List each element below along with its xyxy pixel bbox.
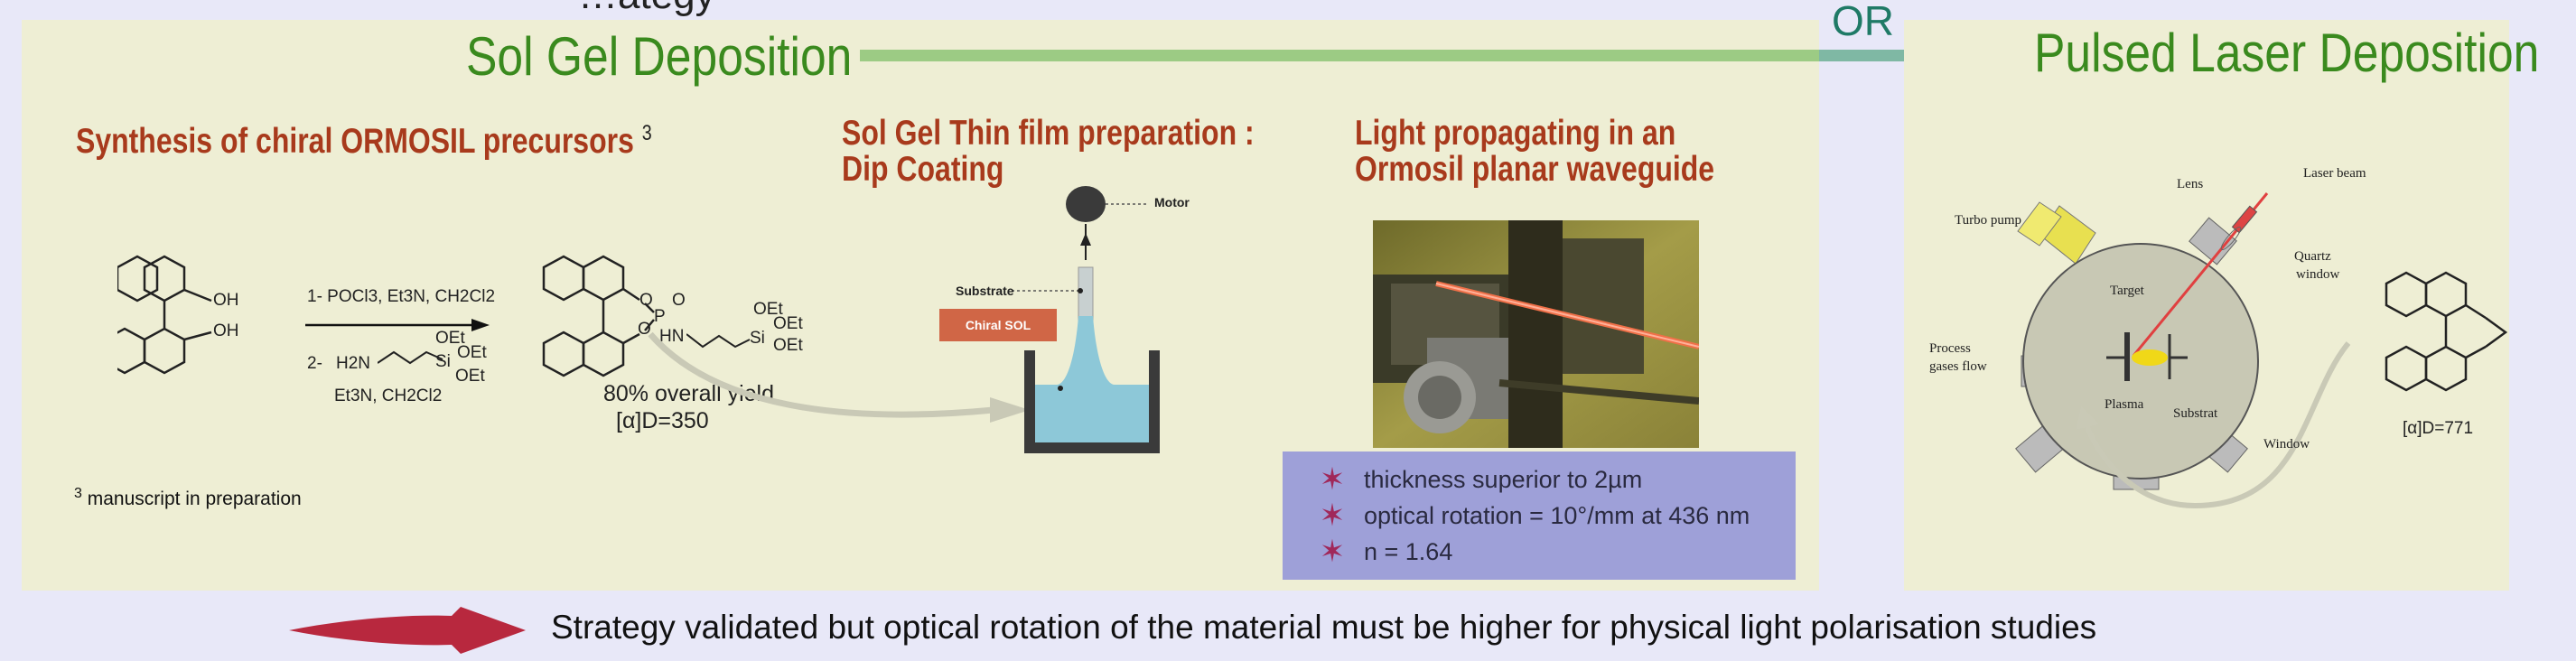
waveguide-photo — [1373, 220, 1699, 448]
footnote-ref: 3 — [74, 486, 82, 501]
process-label-2: gases flow — [1929, 359, 1987, 374]
plasma-label: Plasma — [2105, 397, 2144, 412]
pld-title: Pulsed Laser Deposition — [2034, 23, 2540, 83]
conclusion-arrow — [289, 607, 526, 654]
rotation-value: [α]D=350 — [616, 408, 709, 433]
footnote: 3 manuscript in preparation — [74, 486, 302, 510]
window-label: Window — [2263, 437, 2310, 452]
connector-overlap — [1819, 50, 1904, 61]
pld-rotation: [α]D=771 — [2403, 419, 2474, 438]
product-hn: HN — [659, 327, 685, 346]
properties-box: ✶ thickness superior to 2µm ✶ optical ro… — [1283, 452, 1796, 580]
turbo-label: Turbo pump — [1955, 213, 2022, 228]
quartz-label-2: window — [2296, 267, 2340, 282]
laser-label: Laser beam — [2303, 166, 2366, 181]
synthesis-title-text: Synthesis of chiral ORMOSIL precursors — [76, 122, 634, 161]
binol-oh-2: OH — [213, 321, 239, 340]
dip-title: Sol Gel Thin film preparation : Dip Coat… — [842, 116, 1255, 188]
step2-chain — [378, 350, 443, 365]
product-chain — [686, 333, 751, 349]
step2-oet-2: OEt — [457, 343, 487, 362]
star-bullet-icon: ✶ — [1319, 498, 1346, 533]
target-label: Target — [2110, 284, 2144, 298]
footnote-text: manuscript in preparation — [87, 489, 302, 509]
connector-line — [860, 50, 1998, 61]
product-structure — [542, 255, 655, 377]
property-index-text: n = 1.64 — [1364, 537, 1453, 565]
step2-si: Si — [435, 352, 451, 371]
reaction-arrow — [305, 319, 490, 331]
flow-arrow-sol — [648, 331, 1030, 423]
step2-prefix: 2- — [307, 354, 322, 373]
substrat-label: Substrat — [2173, 406, 2218, 421]
pld-chamber-diagram — [2015, 192, 2351, 509]
dip-coating-diagram — [1012, 186, 1160, 453]
waveguide-title: Light propagating in an Ormosil planar w… — [1355, 116, 1714, 188]
product-oet-2: OEt — [773, 314, 803, 333]
substrate-label: Substrate — [956, 284, 1014, 298]
or-label: OR — [1832, 0, 1894, 44]
step2-solvent: Et3N, CH2Cl2 — [334, 386, 443, 405]
step2-oet-3: OEt — [455, 367, 485, 386]
sol-gel-title: Sol Gel Deposition — [466, 26, 853, 87]
property-thickness: ✶ thickness superior to 2µm — [1317, 464, 1642, 495]
step2-reagent: H2N — [336, 354, 371, 373]
quartz-label-1: Quartz — [2294, 249, 2331, 264]
product-oet-3: OEt — [773, 336, 803, 355]
product-p: P — [654, 307, 666, 326]
product-si: Si — [750, 329, 765, 348]
star-bullet-icon: ✶ — [1319, 462, 1346, 497]
process-label-1: Process — [1929, 341, 1971, 356]
property-rotation: ✶ optical rotation = 10°/mm at 436 nm — [1317, 500, 1750, 531]
property-index: ✶ n = 1.64 — [1317, 535, 1453, 569]
chiral-sol-label: Chiral SOL — [939, 309, 1057, 341]
product-o-3: O — [638, 320, 651, 339]
synthesis-title: Synthesis of chiral ORMOSIL precursors 3 — [76, 116, 652, 160]
dip-title-line1: Sol Gel Thin film preparation : — [842, 114, 1255, 153]
binol-structure — [117, 255, 212, 375]
property-rotation-text: optical rotation = 10°/mm at 436 nm — [1364, 501, 1750, 529]
star-bullet-icon: ✶ — [1319, 535, 1346, 569]
step1-conditions: 1- POCl3, Et3N, CH2Cl2 — [307, 287, 496, 306]
top-cut-text: …ategy — [578, 0, 715, 18]
property-thickness-text: thickness superior to 2µm — [1364, 465, 1643, 493]
step2-oet-1: OEt — [435, 329, 465, 348]
product-oet-1: OEt — [753, 300, 783, 319]
acetal-structure — [2385, 271, 2508, 392]
dip-title-line2: Dip Coating — [842, 150, 1004, 189]
product-o-1: O — [639, 291, 653, 310]
binol-oh-1: OH — [213, 291, 239, 310]
waveguide-title-line2: Ormosil planar waveguide — [1355, 150, 1715, 189]
product-o-2: O — [672, 291, 686, 310]
waveguide-title-line1: Light propagating in an — [1355, 114, 1676, 153]
synthesis-ref: 3 — [641, 121, 652, 145]
lens-label: Lens — [2177, 177, 2204, 191]
motor-label: Motor — [1154, 195, 1190, 209]
conclusion-text: Strategy validated but optical rotation … — [551, 609, 2097, 646]
